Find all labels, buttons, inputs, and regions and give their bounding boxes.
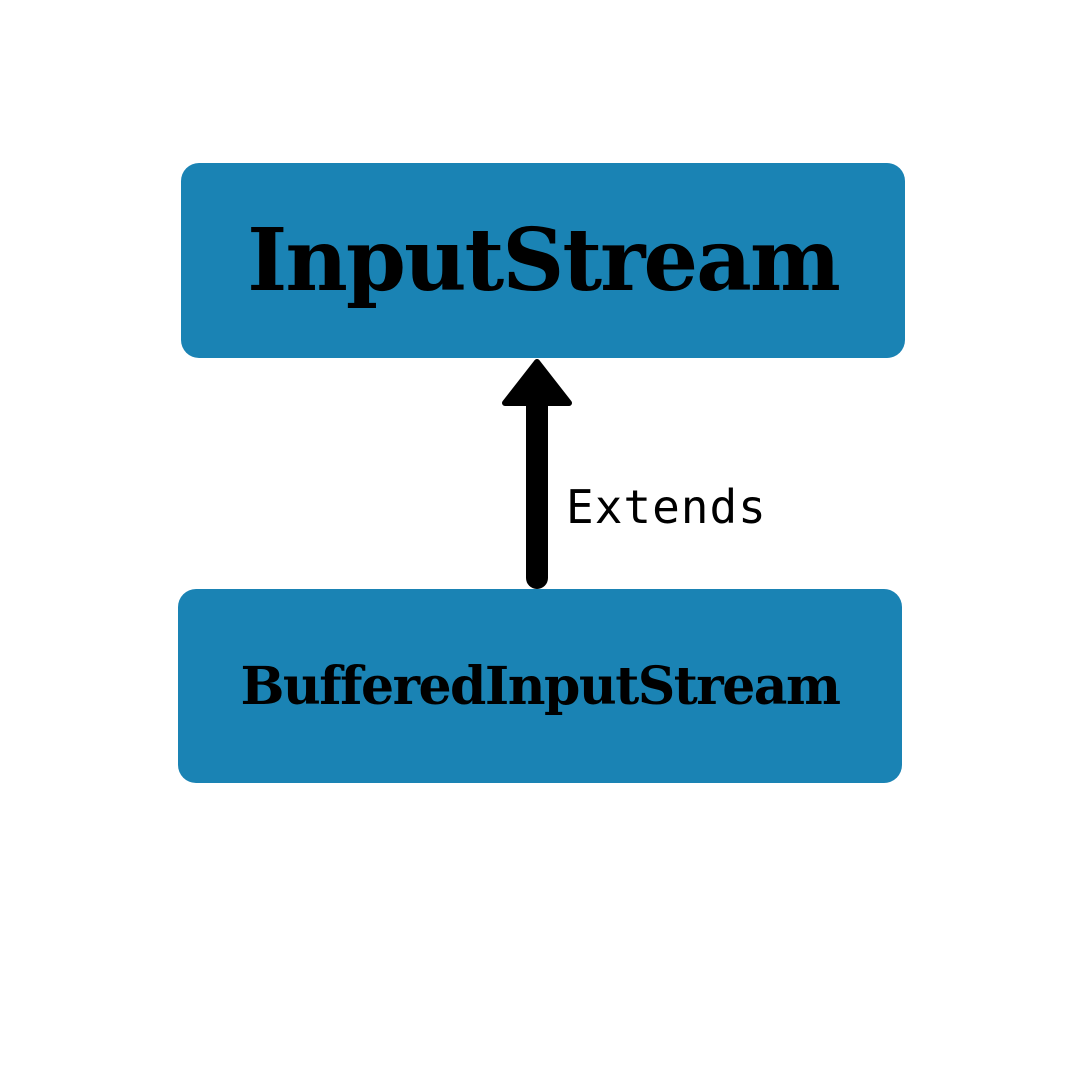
child-class-name: BufferedInputStream [240,655,841,717]
relationship-label: Extends [566,480,767,534]
parent-class-box: InputStream [181,163,905,358]
arrow-head [502,359,572,406]
parent-class-name: InputStream [247,210,841,311]
child-class-box: BufferedInputStream [178,589,902,783]
